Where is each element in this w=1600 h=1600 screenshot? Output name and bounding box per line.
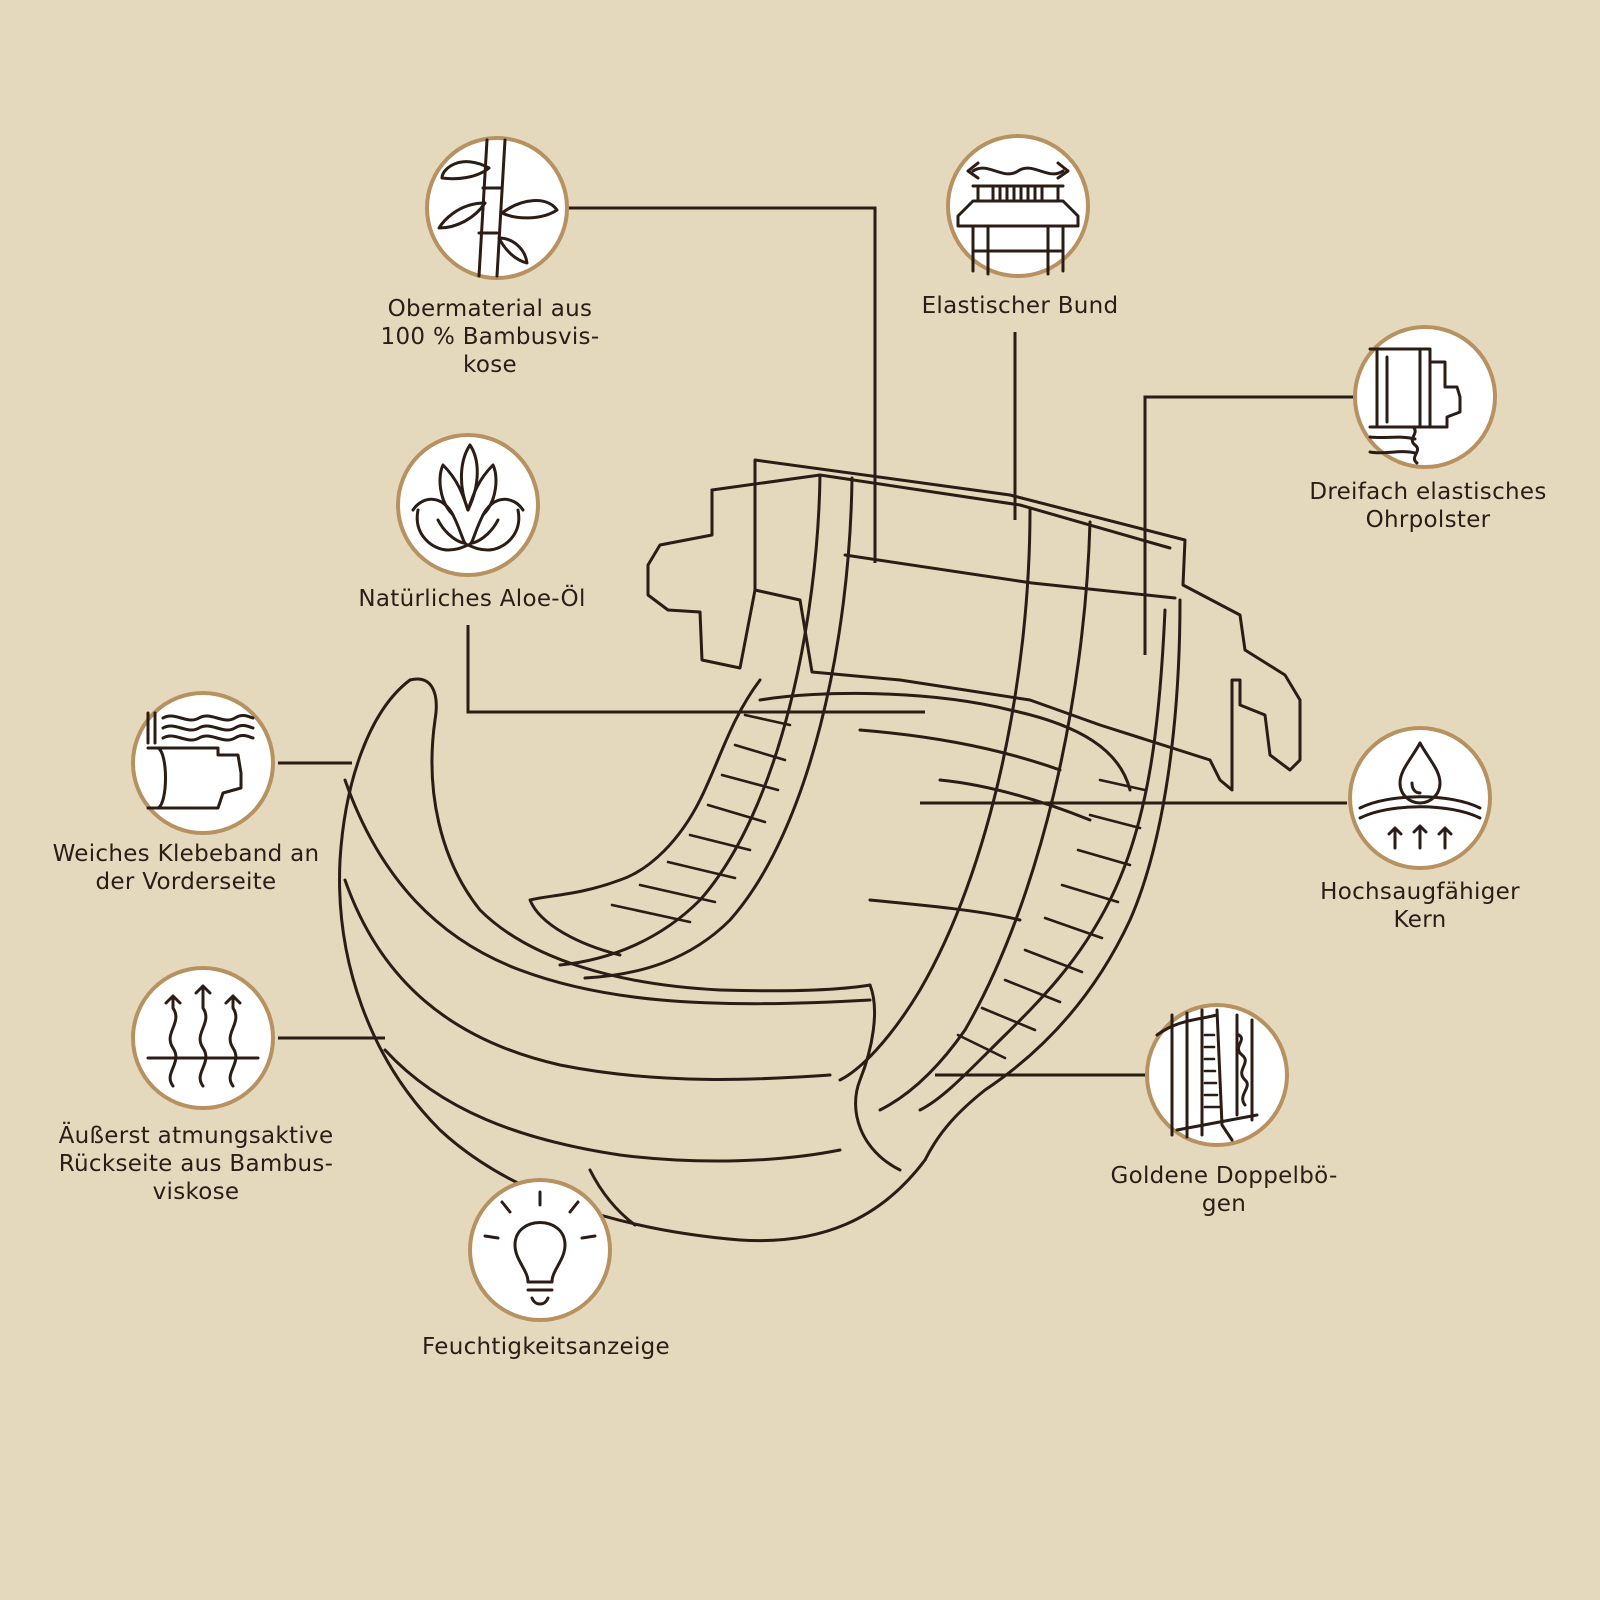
- diaper-core-dash-2: [938, 778, 1092, 822]
- diaper-left-cuff-inner: [583, 476, 854, 980]
- bamboo-icon: [425, 136, 569, 280]
- label-breathable: Äußerst atmungsaktive Rückseite aus Bamb…: [58, 1123, 334, 1205]
- diaper-right-ruffle-lines: [956, 778, 1147, 1060]
- diaper-left-ear-tab: [646, 488, 757, 670]
- diaper-front-panel-outer: [338, 678, 927, 1243]
- diaper-right-cuff-inner: [878, 520, 1092, 1112]
- diaper-front-panel-inner: [408, 677, 872, 993]
- diaper-core-dash-1: [858, 728, 1062, 772]
- diaper-left-ruffle-lines: [610, 713, 792, 924]
- leader-lines: [278, 206, 1355, 1077]
- diaper-core-dash-3: [868, 898, 1022, 922]
- label-cuffs: Goldene Doppelbö- gen: [1110, 1163, 1338, 1217]
- diaper-front-fold: [854, 983, 902, 1172]
- label-core: Hochsaugfähiger Kern: [1320, 879, 1520, 933]
- label-aloe: Natürliches Aloe-Öl: [358, 586, 586, 612]
- diaper-waistband-top: [710, 473, 1172, 550]
- diaper-left-cuff-outer: [558, 473, 822, 967]
- diaper-right-cuff-outer: [838, 508, 1032, 1082]
- label-front-tape: Weiches Klebeband an der Vorderseite: [52, 841, 320, 895]
- leader-aloe: [466, 625, 925, 714]
- diaper-inner-waist: [843, 553, 1177, 600]
- breathable-icon: [131, 966, 275, 1110]
- front-tape-icon: [131, 691, 275, 835]
- diaper-core-outline: [758, 691, 1132, 792]
- diaper-front-band-3: [383, 1048, 842, 1163]
- label-waistband: Elastischer Bund: [921, 293, 1119, 319]
- diaper-wetness-strip: [588, 1168, 637, 1227]
- diaper-front-band-1: [343, 778, 872, 1006]
- leader-ear-pads: [1143, 395, 1355, 655]
- droplet-icon: [1348, 726, 1492, 870]
- label-bamboo-top: Obermaterial aus 100 % Bambusvis- kose: [380, 296, 600, 378]
- diaper-left-ruffle-edge: [528, 678, 762, 957]
- label-ear-pads: Dreifach elastisches Ohrpolster: [1309, 479, 1547, 533]
- aloe-icon: [396, 433, 540, 577]
- elastic-waistband-icon: [946, 134, 1090, 278]
- diaper-back-panel: [753, 458, 1302, 792]
- diaper-illustration: [338, 458, 1302, 1243]
- label-wetness: Feuchtigkeitsanzeige: [421, 1334, 670, 1360]
- diaper-front-band-2: [343, 878, 832, 1081]
- leader-bamboo-top: [568, 206, 877, 563]
- double-cuff-icon: [1145, 1003, 1289, 1147]
- diaper-right-side-edge: [923, 598, 1182, 1162]
- ear-pad-icon: [1353, 325, 1497, 469]
- lightbulb-icon: [468, 1178, 612, 1322]
